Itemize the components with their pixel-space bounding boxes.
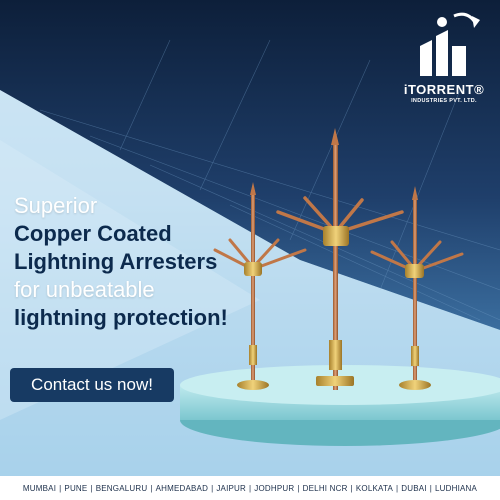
city-item: DELHI NCR bbox=[302, 483, 348, 493]
solar-panel-background bbox=[0, 0, 500, 330]
contact-us-button[interactable]: Contact us now! bbox=[10, 368, 174, 402]
brand-name: iTORRENT® bbox=[403, 82, 485, 97]
city-separator: | bbox=[59, 483, 62, 493]
headline: Superior Copper Coated Lightning Arreste… bbox=[14, 192, 234, 332]
arrester-center bbox=[276, 128, 404, 390]
city-item: DUBAI bbox=[401, 483, 427, 493]
city-item: LUDHIANA bbox=[435, 483, 478, 493]
city-separator: | bbox=[150, 483, 153, 493]
arrester-left bbox=[213, 182, 307, 390]
headline-line-3: Lightning Arresters bbox=[14, 249, 218, 274]
city-separator: | bbox=[90, 483, 93, 493]
city-separator: | bbox=[429, 483, 432, 493]
brand-mark-icon bbox=[420, 12, 480, 76]
headline-line-1: Superior bbox=[14, 193, 98, 218]
city-separator: | bbox=[395, 483, 399, 493]
city-item: KOLKATA bbox=[355, 483, 393, 493]
city-item: JODHPUR bbox=[254, 483, 295, 493]
city-item: AHMEDABAD bbox=[155, 483, 209, 493]
city-list-footer: MUMBAI|PUNE|BENGALURU|AHMEDABAD|JAIPUR|J… bbox=[0, 476, 500, 500]
arrester-right bbox=[370, 186, 464, 390]
headline-line-2: Copper Coated bbox=[14, 221, 172, 246]
brand-logo: iTORRENT® INDUSTRIES PVT. LTD. bbox=[402, 6, 486, 124]
city-item: MUMBAI bbox=[22, 483, 57, 493]
city-separator: | bbox=[249, 483, 252, 493]
city-separator: | bbox=[297, 483, 300, 493]
city-separator: | bbox=[211, 483, 214, 493]
city-item: JAIPUR bbox=[216, 483, 247, 493]
brand-tagline: INDUSTRIES PVT. LTD. bbox=[411, 98, 477, 104]
city-separator: | bbox=[350, 483, 353, 493]
headline-line-5: lightning protection! bbox=[14, 305, 228, 330]
city-item: PUNE bbox=[64, 483, 88, 493]
headline-line-4: for unbeatable bbox=[14, 277, 155, 302]
city-item: BENGALURU bbox=[95, 483, 148, 493]
